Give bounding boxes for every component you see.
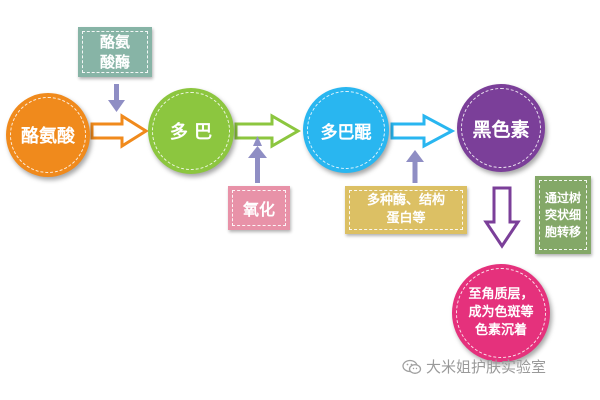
arrow-melanin-to-result <box>483 186 521 249</box>
node-dopa-label: 多 巴 <box>169 122 213 143</box>
node-tyrosine: 酪氨酸 <box>6 93 90 177</box>
label-oxidation: 氧化 <box>228 186 290 230</box>
tyrosinase-text: 酪氨 酸酶 <box>100 32 130 72</box>
result-line-2: 成为色斑等 <box>468 305 534 320</box>
node-melanin: 黑色素 <box>457 84 545 172</box>
transfer-text: 通过树 突状细 胞转移 <box>545 190 581 241</box>
connector-oxidation-arrow <box>248 136 267 183</box>
oxidation-text: 氧化 <box>242 200 275 219</box>
node-pigmentation-result: 至角质层， 成为色斑等 色素沉着 <box>452 264 550 362</box>
tyrosinase-line-2: 酸酶 <box>99 53 130 71</box>
enzymes-line-1: 多种酶、结构 <box>366 193 445 208</box>
transfer-line-2: 突状细 <box>544 207 581 222</box>
enzymes-line-2: 蛋白等 <box>386 211 426 226</box>
arrow-dopa-to-dopaquinone <box>234 113 302 149</box>
watermark: 大米姐护肤实验室 <box>402 356 546 377</box>
label-enzymes-proteins: 多种酶、结构 蛋白等 <box>345 186 467 234</box>
transfer-line-1: 通过树 <box>544 190 581 205</box>
arrow-dopaquinone-to-melanin <box>390 113 456 149</box>
enzymes-text: 多种酶、结构 蛋白等 <box>367 192 445 228</box>
result-line-1: 至角质层， <box>468 287 534 302</box>
node-melanin-label: 黑色素 <box>472 118 530 141</box>
arrow-tyrosine-to-dopa <box>90 113 149 149</box>
node-dopaquinone: 多巴醌 <box>303 87 389 173</box>
connector-enzyme-arrow <box>108 84 125 112</box>
node-result-label: 至角质层， 成为色斑等 色素沉着 <box>468 286 533 340</box>
watermark-text: 大米姐护肤实验室 <box>426 358 547 376</box>
tyrosinase-line-1: 酪氨 <box>99 33 130 51</box>
result-line-3: 色素沉着 <box>474 323 527 338</box>
node-dopaquinone-label: 多巴醌 <box>320 122 372 143</box>
node-tyrosine-label: 酪氨酸 <box>21 126 75 147</box>
wechat-icon <box>402 359 422 374</box>
label-tyrosinase: 酪氨 酸酶 <box>78 27 152 77</box>
label-dendritic-transfer: 通过树 突状细 胞转移 <box>535 176 591 254</box>
transfer-line-3: 胞转移 <box>544 224 581 239</box>
node-dopa: 多 巴 <box>148 88 234 174</box>
connector-enzymes-arrow <box>406 150 424 183</box>
